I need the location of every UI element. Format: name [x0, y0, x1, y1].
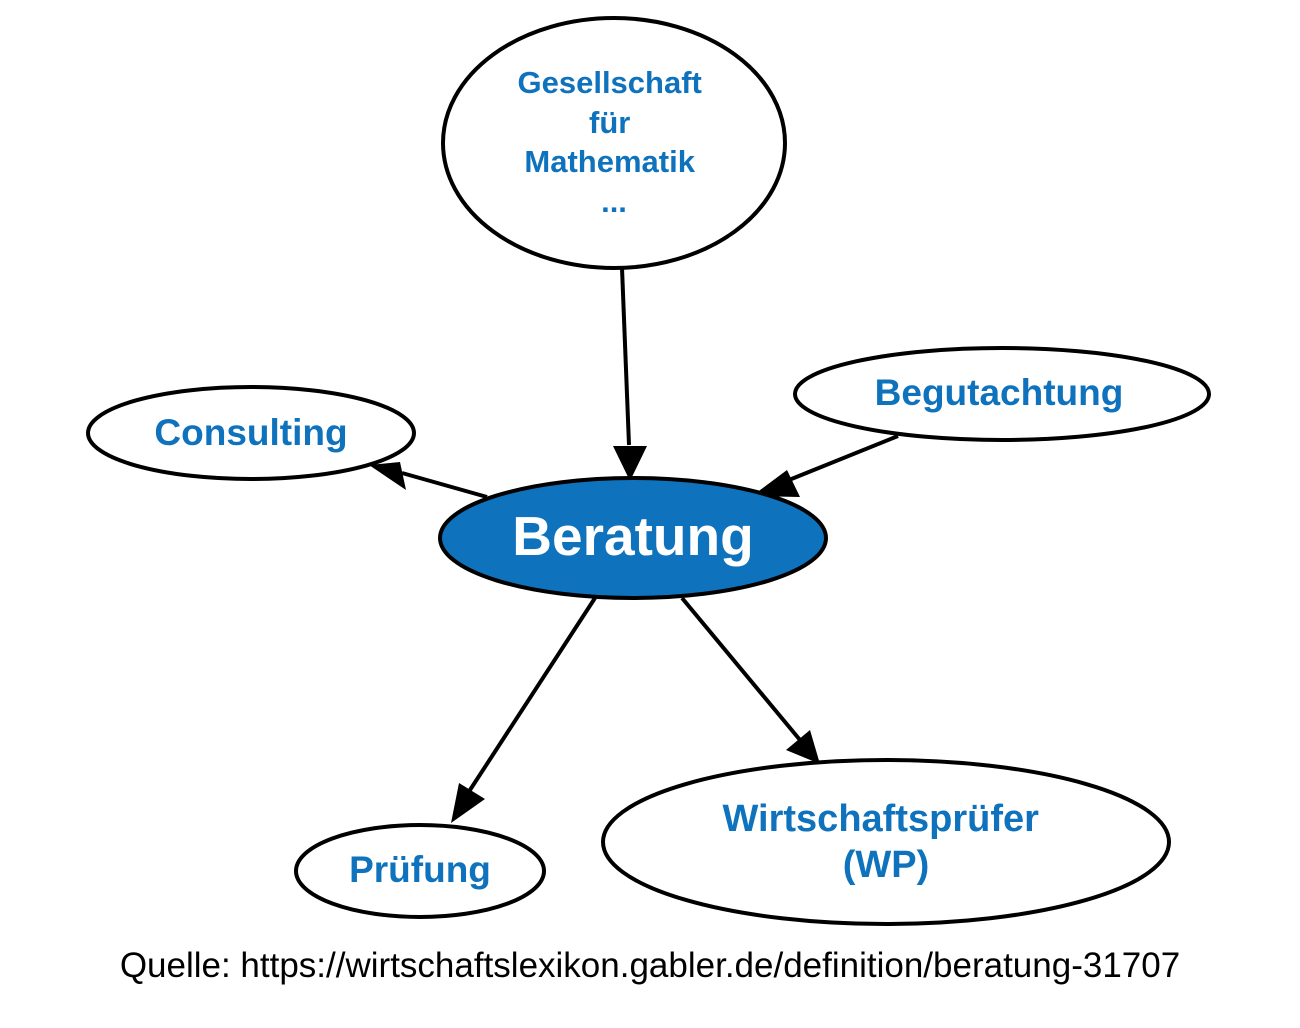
node-gesellschaft[interactable]: Gesellschaft für Mathematik ... [441, 16, 787, 270]
edge-gesellschaft-to-beratung [613, 267, 647, 481]
node-wp-line-2: (WP) [843, 844, 930, 886]
edge-beratung-to-consulting [369, 462, 488, 499]
node-wp-line-1: Wirtschaftsprüfer [723, 798, 1040, 840]
node-consulting[interactable]: Consulting [86, 385, 416, 481]
node-pruefung[interactable]: Prüfung [294, 823, 546, 919]
node-pruefung-label: Prüfung [349, 849, 491, 890]
svg-text:Wirtschaftsprüfer (WP): Wirtschaftsprüfer (WP) [723, 798, 1050, 886]
node-gesellschaft-line-4: ... [601, 184, 627, 219]
node-wirtschaftspruefer[interactable]: Wirtschaftsprüfer (WP) [601, 758, 1171, 926]
node-consulting-label: Consulting [154, 412, 347, 453]
node-gesellschaft-line-3: Mathematik [524, 144, 695, 179]
node-gesellschaft-line-1: Gesellschaft [518, 65, 702, 100]
edge-beratung-to-pruefung [451, 596, 597, 823]
node-begutachtung[interactable]: Begutachtung [793, 346, 1211, 442]
edge-beratung-to-wp [680, 596, 820, 764]
node-beratung[interactable]: Beratung [438, 476, 828, 600]
node-gesellschaft-line-2: für [589, 105, 630, 140]
svg-text:Gesellschaft für M: Gesellschaft für Mathematik ... [518, 65, 711, 219]
edge-begutachtung-to-beratung [752, 434, 899, 497]
source-caption: Quelle: https://wirtschaftslexikon.gable… [120, 946, 1180, 985]
node-beratung-label: Beratung [512, 505, 753, 567]
node-begutachtung-label: Begutachtung [875, 372, 1124, 413]
